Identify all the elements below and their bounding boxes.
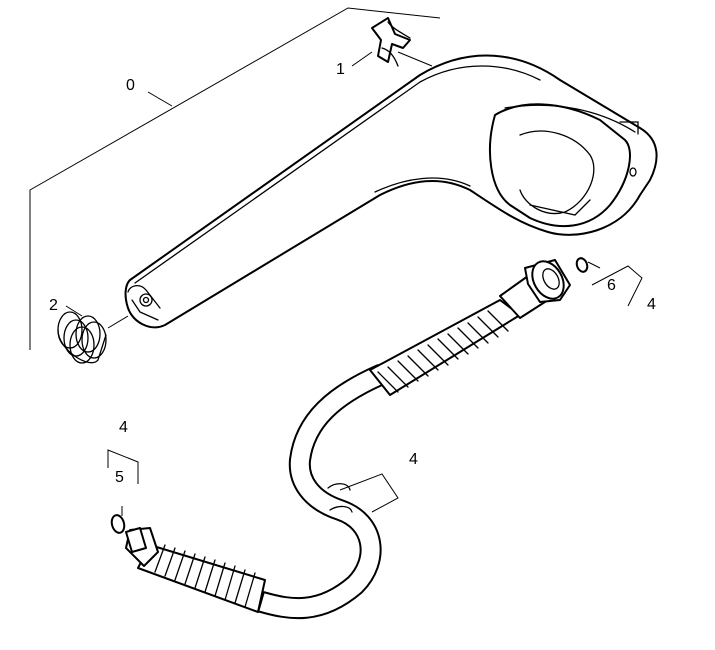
label-spring: 2 xyxy=(49,297,58,314)
hose-ref-bracket xyxy=(339,473,399,513)
label-gun-body: 0 xyxy=(126,77,135,94)
trigger-gun-body xyxy=(124,54,658,329)
hose-bottom-ribs xyxy=(154,544,256,608)
coil-spring xyxy=(57,305,129,364)
label-o-ring-top-ref: 4 xyxy=(647,296,656,313)
o-ring-top xyxy=(575,257,643,307)
gun-body-group-bracket xyxy=(29,7,441,350)
label-hose-ref: 4 xyxy=(409,451,418,468)
label-o-ring-left-ref: 4 xyxy=(119,419,128,436)
hose-top-ribs xyxy=(377,310,509,393)
retaining-clip xyxy=(351,17,433,67)
label-clip: 1 xyxy=(336,61,345,78)
label-o-ring-left: 5 xyxy=(115,469,124,486)
o-ring-left xyxy=(107,449,139,534)
gun-body-leader xyxy=(147,91,173,107)
high-pressure-hose xyxy=(125,259,571,620)
label-o-ring-top: 6 xyxy=(607,277,616,294)
